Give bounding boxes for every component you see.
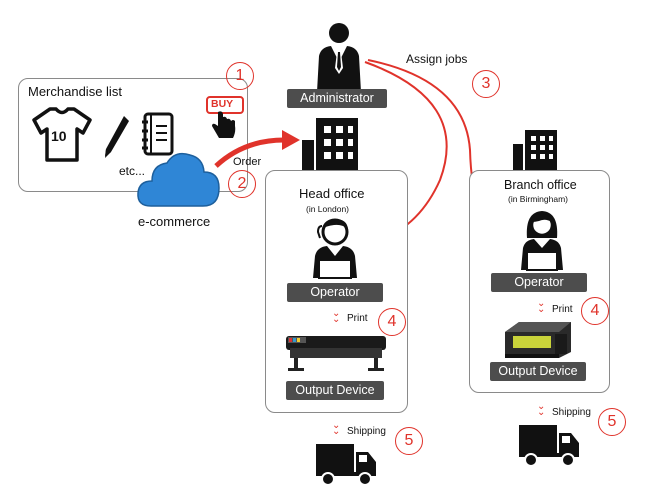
branch-operator-label: Operator <box>491 273 587 292</box>
administrator-icon <box>317 23 361 92</box>
ecommerce-label: e-commerce <box>138 214 211 229</box>
building-icon <box>302 118 358 178</box>
building-icon <box>513 130 557 170</box>
notebook-icon <box>142 112 174 156</box>
assign-jobs-label: Assign jobs <box>406 52 468 66</box>
step-5-badge-branch: 5 <box>598 408 626 436</box>
head-operator-label: Operator <box>287 283 383 302</box>
tshirt-icon <box>32 107 92 162</box>
printer-icon <box>505 322 571 358</box>
merchandise-list-title: Merchandise list <box>28 84 122 99</box>
step-5-badge-head: 5 <box>395 427 423 455</box>
buy-label: BUY <box>211 98 234 110</box>
branch-office-location: (in Birmingham) <box>508 194 568 204</box>
chevron-down-icon: ⌄⌄ <box>332 420 340 437</box>
branch-shipping-label: Shipping <box>552 407 591 418</box>
cloud-icon <box>137 152 220 207</box>
step-4-badge-head: 4 <box>378 308 406 336</box>
step-1-badge: 1 <box>226 62 254 90</box>
order-label: Order <box>233 156 262 168</box>
administrator-label: Administrator <box>287 89 387 108</box>
branch-output-device-label: Output Device <box>490 362 586 381</box>
step-3-badge: 3 <box>472 70 500 98</box>
tshirt-number: 10 <box>51 128 67 144</box>
truck-icon <box>519 425 579 467</box>
etc-label: etc... <box>119 164 146 178</box>
step-4-badge-branch: 4 <box>581 297 609 325</box>
operator-icon <box>313 218 357 279</box>
chevron-down-icon: ⌄⌄ <box>332 308 340 325</box>
head-office-location: (in London) <box>306 204 350 214</box>
head-print-label: Print <box>347 313 368 324</box>
head-office-title: Head office <box>299 186 365 201</box>
step-2-badge: 2 <box>228 170 256 198</box>
truck-icon <box>316 444 376 486</box>
head-output-device-label: Output Device <box>286 381 384 400</box>
buy-hand-icon <box>206 96 244 138</box>
head-shipping-label: Shipping <box>347 426 386 437</box>
operator-icon <box>521 211 563 271</box>
printer-icon <box>286 336 386 371</box>
chevron-down-icon: ⌄⌄ <box>537 401 545 418</box>
branch-office-title: Branch office <box>504 178 577 192</box>
branch-print-label: Print <box>552 304 573 315</box>
chevron-down-icon: ⌄⌄ <box>537 298 545 315</box>
pen-icon <box>105 116 129 158</box>
